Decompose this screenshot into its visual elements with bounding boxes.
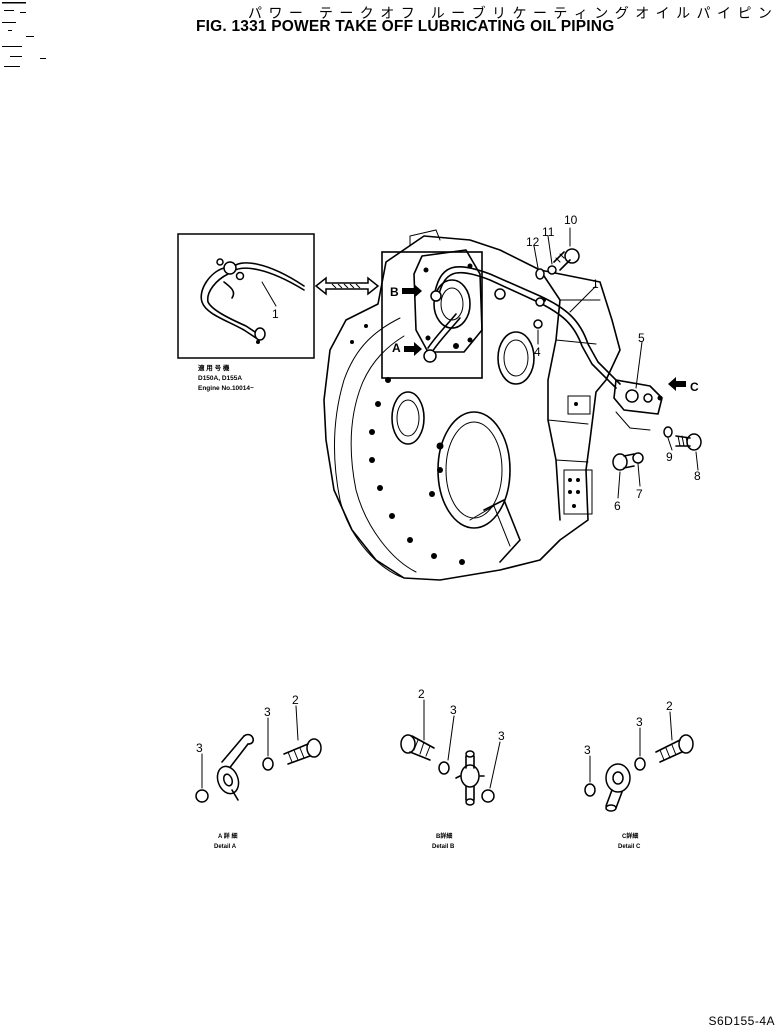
pump-flange: [413, 249, 483, 353]
detail-b: 2 3 3 B詳細 Detail B: [400, 687, 505, 850]
detail-a-label-3b: 3: [196, 741, 203, 755]
inset-pipe: [200, 258, 305, 344]
detail-a-caption-jp: A 詳 細: [218, 832, 237, 840]
callout-7: 7: [636, 487, 643, 501]
leader-lines: [533, 227, 699, 499]
hex-bolt-8: [675, 433, 702, 451]
detail-c: 2 3 3 C詳細 Detail C: [584, 699, 694, 850]
callout-9: 9: [666, 450, 673, 464]
detail-a-label-3: 3: [264, 705, 271, 719]
arrow-left-icon: [668, 377, 686, 391]
scan-artifact: [2, 2, 46, 67]
view-label-b: B: [390, 285, 399, 299]
detail-b-label-2: 2: [418, 687, 425, 701]
bolt-10: [553, 248, 580, 271]
double-arrow-icon: [314, 276, 380, 296]
engine-serial: Engine No.10014~: [198, 385, 254, 392]
detail-c-label-3b: 3: [584, 743, 591, 757]
banjo-fitting: [605, 763, 631, 812]
detail-a: 2 3 3 A 詳 細 Detail A: [195, 693, 322, 850]
detail-b-caption-jp: B詳細: [436, 832, 452, 840]
banjo-bolt: [283, 738, 322, 765]
detail-b-label-3: 3: [450, 703, 457, 717]
tee-fitting: [455, 750, 485, 806]
leader-line: [261, 281, 277, 307]
drawing-code: S6D155-4A: [708, 1014, 775, 1028]
callout-12: 12: [526, 235, 540, 249]
pipe-connector-5: [613, 379, 663, 431]
applicable-serial-jp: 適 用 号 機: [198, 363, 230, 372]
inset-part-number: 1: [272, 307, 279, 321]
inset-frame: [177, 233, 315, 359]
callout-4: 4: [534, 345, 541, 359]
view-label-a: A: [392, 341, 401, 355]
callout-11: 11: [542, 225, 555, 239]
callout-5: 5: [638, 331, 645, 345]
detail-c-caption-jp: C詳細: [622, 832, 638, 840]
washer-12: [535, 268, 545, 280]
view-arrow-c: C: [668, 377, 699, 394]
callout-1: 1: [592, 277, 599, 291]
arrow-right-icon: [404, 342, 422, 356]
banjo-bolt: [400, 734, 435, 761]
view-label-c: C: [690, 380, 699, 394]
detail-c-caption: Detail C: [618, 844, 641, 850]
detail-a-caption: Detail A: [214, 844, 237, 850]
detail-c-label-2: 2: [666, 699, 673, 713]
figure-title: FIG. 1331 POWER TAKE OFF LUBRICATING OIL…: [196, 18, 615, 35]
oil-pipe: [423, 266, 621, 389]
callout-10: 10: [564, 213, 578, 227]
arrow-right-icon: [402, 284, 422, 298]
detail-b-caption: Detail B: [432, 844, 455, 850]
detail-a-label-2: 2: [292, 693, 299, 707]
inset-view: 1 適 用 号 機 D150A, D155A Engine No.10014~: [177, 233, 315, 392]
detail-c-label-3: 3: [636, 715, 643, 729]
callout-6: 6: [614, 499, 621, 513]
banjo-bolt: [655, 734, 694, 763]
flywheel-housing: [323, 229, 621, 581]
washer-11: [547, 265, 557, 275]
callout-8: 8: [694, 469, 701, 483]
clip-4: [533, 319, 543, 329]
view-arrow-b: B: [390, 284, 422, 299]
title-japanese: パ ワ ー テ ー ク オ フ ル ー ブ リ ケ ー テ ィ ン グ オ イ …: [248, 6, 779, 22]
plug-6: [612, 453, 635, 471]
washer-9: [663, 426, 673, 438]
applicable-models: D150A, D155A: [198, 375, 242, 382]
view-arrow-a: A: [392, 341, 422, 356]
washer-7: [632, 452, 644, 464]
detail-b-label-3b: 3: [498, 729, 505, 743]
